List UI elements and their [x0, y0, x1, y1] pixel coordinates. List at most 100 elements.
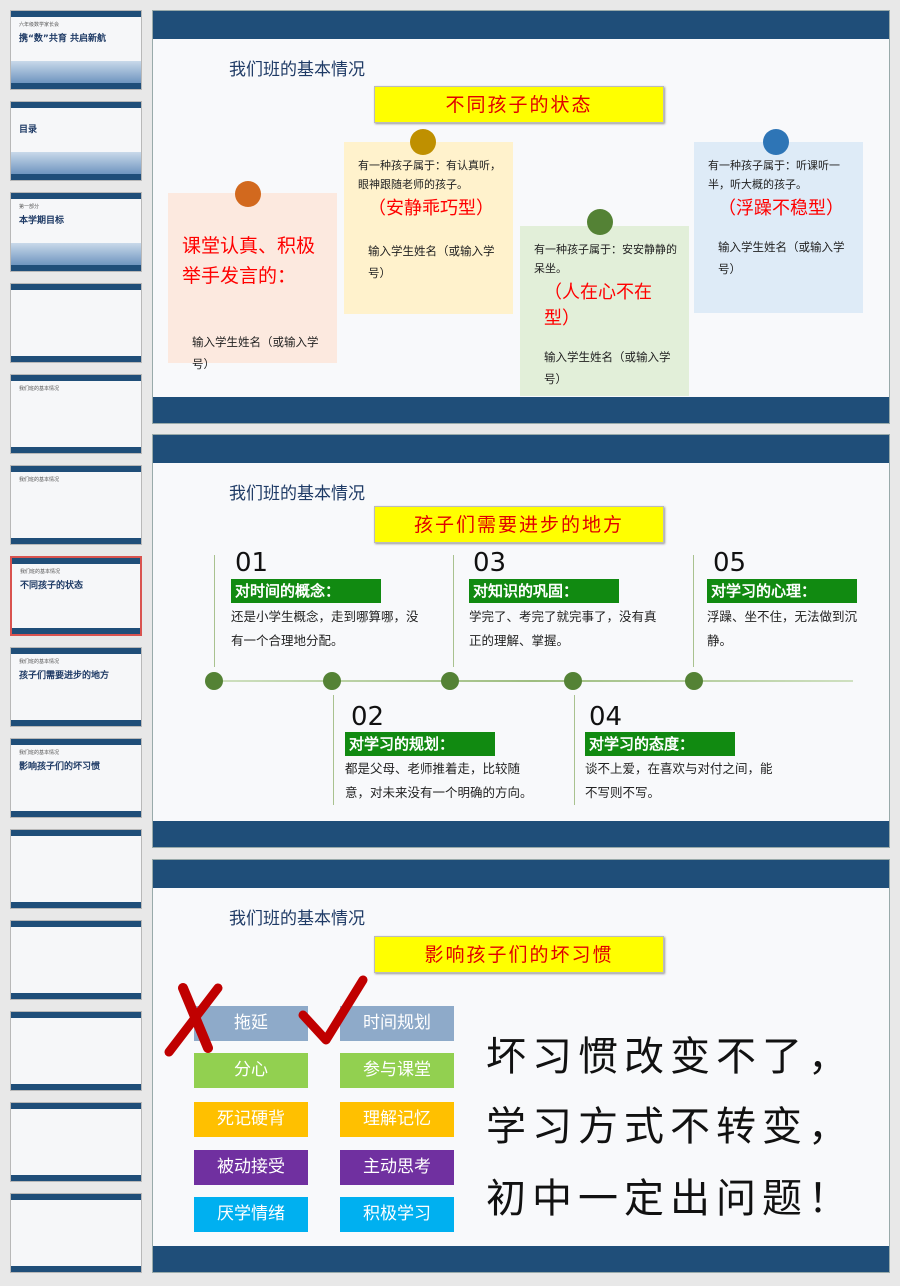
timeline-dot: [441, 672, 459, 690]
student-name-placeholder[interactable]: 输入学生姓名（或输入学号）: [544, 350, 671, 386]
status-card-active: 课堂认真、积极举手发言的： 输入学生姓名（或输入学号）: [168, 193, 337, 371]
slide-thumbnail-9[interactable]: 我们班的基本情况影响孩子们的坏习惯: [10, 738, 142, 818]
thumb-footer-bar: [12, 628, 140, 634]
student-name-placeholder[interactable]: 输入学生姓名（或输入学号）: [718, 240, 845, 276]
thumb-title: 携“数”共育 共启新航: [19, 34, 106, 44]
thumb-header-bar: [11, 284, 141, 290]
thumb-header-bar: [11, 739, 141, 745]
pin-circle-icon: [763, 129, 789, 155]
timeline-connector: [453, 555, 454, 667]
item-text: 学完了、考完了就完事了，没有真正的理解、掌握。: [469, 609, 657, 648]
item-label: 对学习的心理：: [707, 579, 857, 603]
slide-heading: 我们班的基本情况: [229, 909, 365, 929]
thumb-footer-bar: [11, 83, 141, 89]
thumb-footer-bar: [11, 1175, 141, 1181]
thumb-header-bar: [11, 830, 141, 836]
thumb-header-bar: [11, 11, 141, 17]
timeline-line: [213, 680, 853, 682]
item-text: 都是父母、老师推着走，比较随意，对未来没有一个明确的方向。: [345, 761, 533, 800]
slide-areas-to-improve[interactable]: 我们班的基本情况 孩子们需要进步的地方 01 对时间的概念： 还是小学生概念，走…: [152, 434, 890, 848]
thumb-footer-bar: [11, 1266, 141, 1272]
thumb-footer-bar: [11, 356, 141, 362]
thumb-subtitle: 我们班的基本情况: [19, 659, 60, 665]
thumb-header-bar: [11, 1012, 141, 1018]
slide-thumbnail-4[interactable]: [10, 283, 142, 363]
timeline-connector: [574, 695, 575, 805]
slide-thumbnail-6[interactable]: 我们班的基本情况: [10, 465, 142, 545]
item-number: 01: [235, 548, 269, 578]
slide-thumbnail-11[interactable]: [10, 920, 142, 1000]
thumb-footer-bar: [11, 720, 141, 726]
card-type: （安静乖巧型）: [368, 198, 494, 219]
slide-thumbnail-1[interactable]: 六年级数学家长会携“数”共育 共启新航: [10, 10, 142, 90]
good-habit-1: 时间规划: [340, 1006, 454, 1041]
timeline-dot: [564, 672, 582, 690]
slide-header-bar: [153, 11, 889, 39]
landscape-illustration: [11, 243, 141, 265]
landscape-illustration: [11, 61, 141, 83]
student-name-placeholder[interactable]: 输入学生姓名（或输入学号）: [192, 335, 319, 371]
timeline-dot: [323, 672, 341, 690]
timeline-dot: [685, 672, 703, 690]
thumb-footer-bar: [11, 1084, 141, 1090]
status-card-quiet: 有一种孩子属于：有认真听，眼神跟随老师的孩子。 （安静乖巧型） 输入学生姓名（或…: [344, 142, 513, 314]
slide-footer-bar: [153, 1246, 889, 1272]
slide-thumbnail-3[interactable]: 第一部分本学期目标: [10, 192, 142, 272]
timeline-dot: [205, 672, 223, 690]
slide-different-children-states[interactable]: 我们班的基本情况 不同孩子的状态 课堂认真、积极举手发言的： 输入学生姓名（或输…: [152, 10, 890, 424]
slide-heading: 我们班的基本情况: [229, 484, 365, 504]
thumb-footer-bar: [11, 811, 141, 817]
status-card-absent-minded: 有一种孩子属于：安安静静的呆坐。 （人在心不在型） 输入学生姓名（或输入学号）: [520, 226, 689, 396]
slide-thumbnail-14[interactable]: [10, 1193, 142, 1273]
landscape-illustration: [11, 152, 141, 174]
card-title: 课堂认真、积极举手发言的：: [182, 235, 316, 287]
card-type: （人在心不在型）: [544, 282, 652, 329]
card-type: （浮躁不稳型）: [718, 198, 844, 219]
check-mark-icon: [298, 975, 368, 1045]
thumb-header-bar: [11, 375, 141, 381]
item-label: 对学习的规划：: [345, 732, 495, 756]
thumb-title: 目录: [19, 125, 38, 135]
item-text: 还是小学生概念，走到哪算哪，没有一个合理地分配。: [231, 609, 419, 648]
item-number: 04: [589, 702, 623, 732]
thumb-footer-bar: [11, 265, 141, 271]
conclusion-line: 坏习惯改变不了，: [486, 1034, 854, 1080]
thumb-title: 孩子们需要进步的地方: [19, 671, 110, 681]
slide-thumbnail-8[interactable]: 我们班的基本情况孩子们需要进步的地方: [10, 647, 142, 727]
timeline-connector: [214, 555, 215, 667]
thumb-subtitle: 六年级数学家长会: [19, 22, 60, 28]
bad-habit-4: 被动接受: [194, 1150, 308, 1185]
item-text: 谈不上爱，在喜欢与对付之间，能不写则不写。: [585, 761, 773, 800]
slide-banner: 不同孩子的状态: [374, 86, 664, 123]
slide-footer-bar: [153, 821, 889, 847]
good-habit-5: 积极学习: [340, 1197, 454, 1232]
item-number: 05: [713, 548, 747, 578]
slide-bad-habits[interactable]: 我们班的基本情况 影响孩子们的坏习惯 拖延时间规划分心参与课堂死记硬背理解记忆被…: [152, 859, 890, 1273]
thumb-title: 本学期目标: [19, 216, 65, 226]
item-number: 02: [351, 702, 385, 732]
slide-thumbnail-10[interactable]: [10, 829, 142, 909]
slide-thumbnail-13[interactable]: [10, 1102, 142, 1182]
card-description: 有一种孩子属于：听课听一半，听大概的孩子。: [708, 159, 840, 191]
thumb-title: 不同孩子的状态: [20, 581, 84, 591]
bad-habit-2: 分心: [194, 1053, 308, 1088]
good-habit-3: 理解记忆: [340, 1102, 454, 1137]
good-habit-2: 参与课堂: [340, 1053, 454, 1088]
item-label: 对知识的巩固：: [469, 579, 619, 603]
slide-thumbnail-7[interactable]: 我们班的基本情况不同孩子的状态: [10, 556, 142, 636]
pin-circle-icon: [235, 181, 261, 207]
item-label: 对学习的态度：: [585, 732, 735, 756]
slide-thumbnail-12[interactable]: [10, 1011, 142, 1091]
item-number: 03: [473, 548, 507, 578]
student-name-placeholder[interactable]: 输入学生姓名（或输入学号）: [368, 244, 495, 280]
slide-thumbnail-5[interactable]: 我们班的基本情况: [10, 374, 142, 454]
pin-circle-icon: [587, 209, 613, 235]
thumb-subtitle: 我们班的基本情况: [19, 477, 60, 483]
slide-thumbnail-2[interactable]: 目录: [10, 101, 142, 181]
status-card-restless: 有一种孩子属于：听课听一半，听大概的孩子。 （浮躁不稳型） 输入学生姓名（或输入…: [694, 142, 863, 313]
cross-mark-icon: [164, 983, 223, 1057]
card-description: 有一种孩子属于：安安静静的呆坐。: [534, 243, 677, 275]
thumb-header-bar: [11, 193, 141, 199]
bad-habit-3: 死记硬背: [194, 1102, 308, 1137]
good-habit-4: 主动思考: [340, 1150, 454, 1185]
